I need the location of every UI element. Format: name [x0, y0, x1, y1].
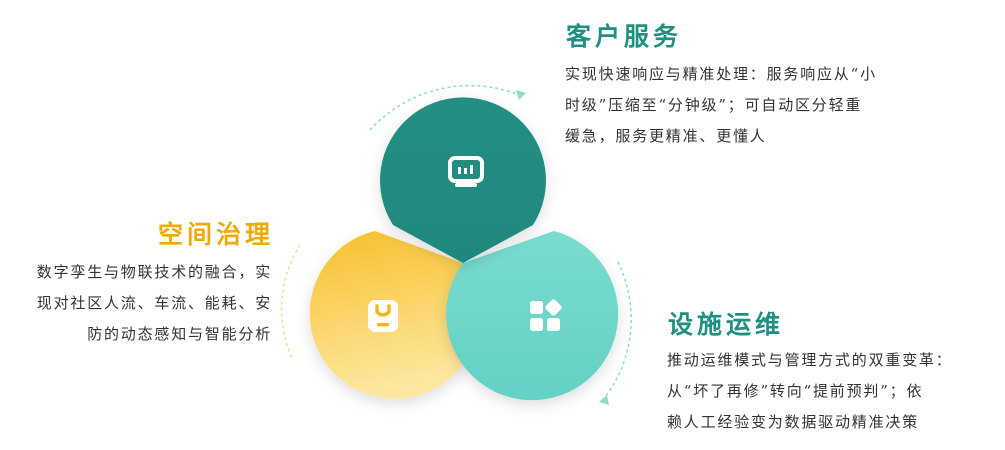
space-governance-title: 空间治理 — [158, 220, 275, 249]
orbit-arc-top — [369, 84, 523, 131]
customer-service-line: 缓急，服务更精准、更懂人 — [565, 127, 767, 145]
facility-ops-line: 推动运维模式与管理方式的双重变革： — [667, 351, 953, 369]
space-governance-description: 数字孪生与物联技术的融合，实 现对社区人流、车流、能耗、安 防的动态感知与智能分… — [37, 257, 272, 350]
orbit-arc-right — [602, 261, 632, 401]
space-governance-line: 数字孪生与物联技术的融合，实 — [36, 263, 272, 281]
facility-ops-line: 赖人工经验变为数据驱动精准决策 — [667, 413, 920, 431]
chart-screen-icon — [448, 156, 484, 187]
orbit-arrow-top — [516, 90, 526, 100]
petal-facility-ops — [446, 231, 619, 401]
facility-ops-title: 设施运维 — [668, 310, 785, 339]
clipboard-icon — [368, 300, 398, 332]
orbit-arrow-right — [599, 395, 609, 405]
customer-service-line: 实现快速响应与精准处理：服务响应从“小 — [565, 65, 877, 83]
space-governance-line: 防的动态感知与智能分析 — [87, 325, 272, 343]
customer-service-line: 时级”压缩至“分钟级”；可自动区分轻重 — [565, 96, 863, 114]
apps-grid-icon — [530, 299, 562, 331]
customer-service-title: 客户服务 — [566, 22, 683, 51]
facility-ops-line: 从“坏了再修”转向“提前预判”；依 — [667, 382, 924, 400]
orbit-arc-left — [280, 244, 301, 359]
facility-ops-description: 推动运维模式与管理方式的双重变革： 从“坏了再修”转向“提前预判”；依 赖人工经… — [667, 345, 953, 438]
customer-service-description: 实现快速响应与精准处理：服务响应从“小 时级”压缩至“分钟级”；可自动区分轻重 … — [565, 59, 877, 152]
space-governance-line: 现对社区人流、车流、能耗、安 — [36, 294, 272, 312]
